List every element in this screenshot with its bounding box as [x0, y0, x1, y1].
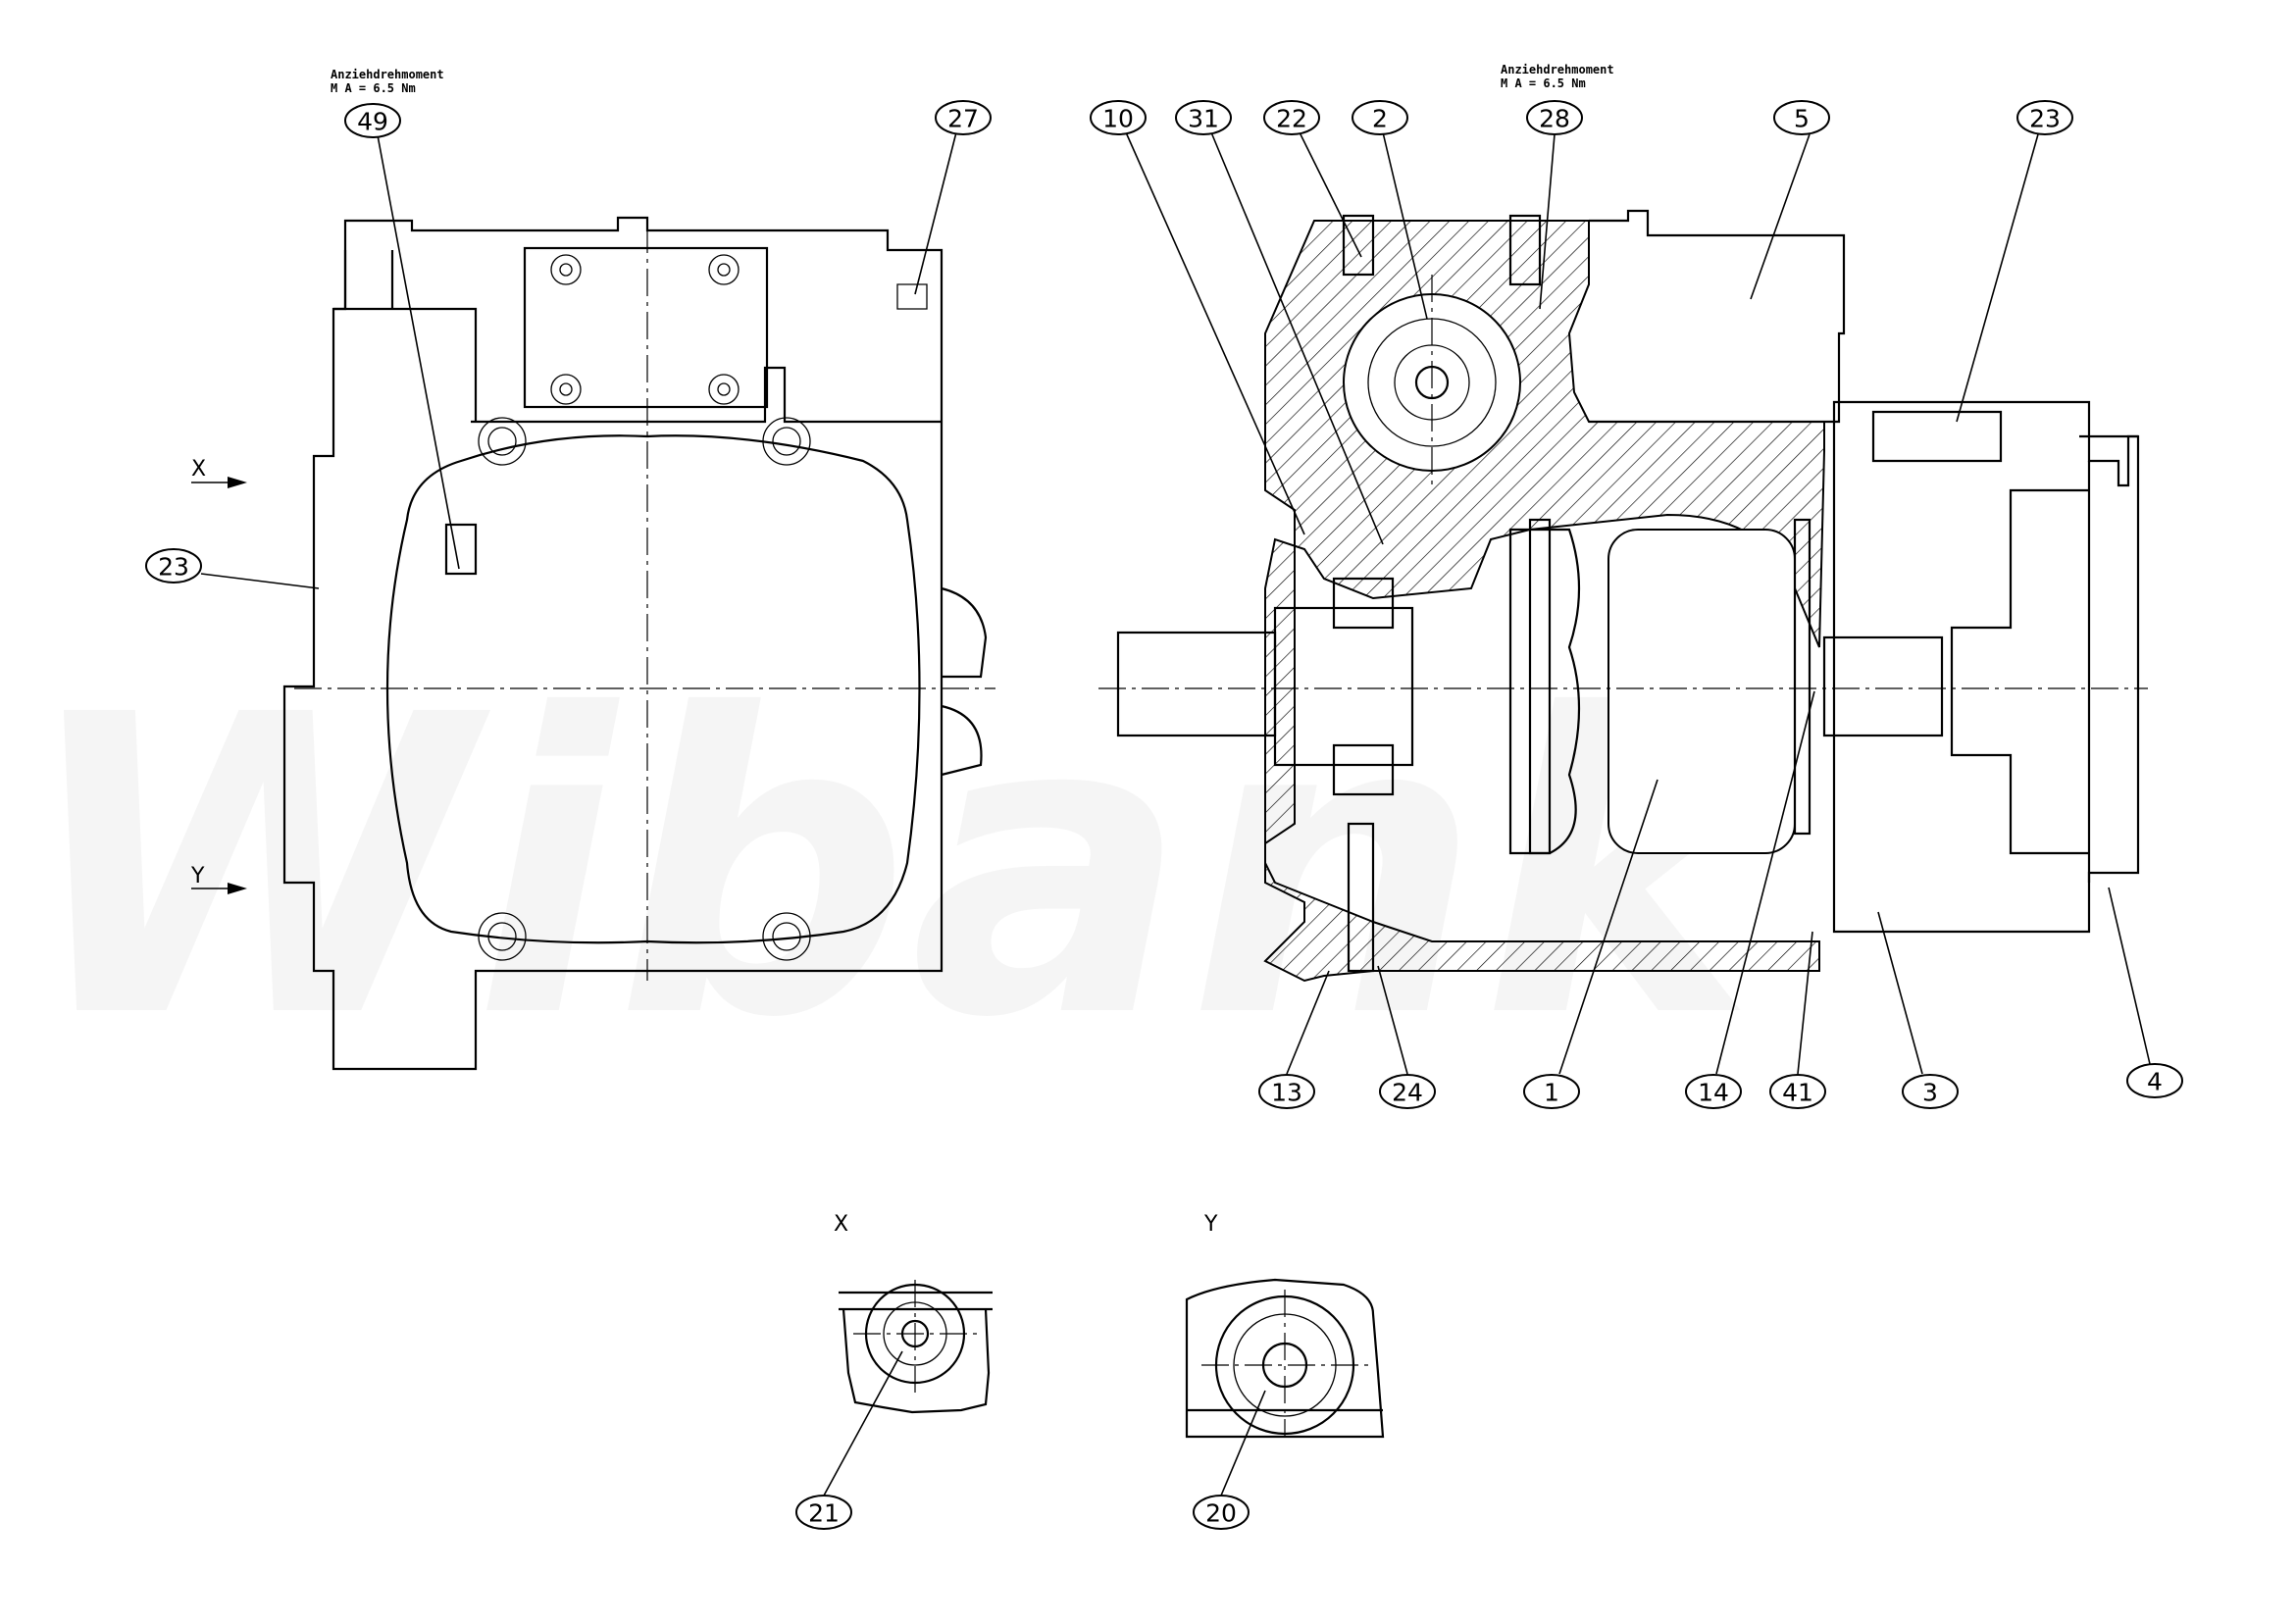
callout-24: 24 — [1379, 1074, 1436, 1109]
callout-number: 23 — [158, 553, 189, 582]
callout-41: 41 — [1769, 1074, 1826, 1109]
callout-number: M A = 6.5 Nm — [331, 81, 416, 95]
callout-number: X — [834, 1212, 848, 1237]
view-arrow-y: Y — [190, 864, 247, 894]
detail-view-x: X — [834, 1212, 993, 1414]
torque-note-right: Anziehdrehmoment M A = 6.5 Nm — [1501, 63, 1614, 90]
callout-10: 10 — [1090, 100, 1147, 135]
callout-number: 23 — [2029, 105, 2061, 133]
callout-number: 2 — [1372, 105, 1388, 133]
callout-27: 27 — [935, 100, 992, 135]
callout-number: 1 — [1544, 1079, 1559, 1107]
callout-number: Y — [1203, 1212, 1218, 1237]
callout-3: 3 — [1902, 1074, 1959, 1109]
callout-28: 28 — [1526, 100, 1583, 135]
callout-20: 20 — [1193, 1495, 1250, 1530]
callout-number: M A = 6.5 Nm — [1501, 76, 1586, 90]
side-view — [282, 216, 995, 1071]
callout-1: 1 — [1523, 1074, 1580, 1109]
callout-number: 31 — [1188, 105, 1219, 133]
callout-number: 3 — [1922, 1079, 1938, 1107]
callout-number: 5 — [1794, 105, 1810, 133]
callout-number: 20 — [1205, 1499, 1237, 1528]
callout-number: X — [191, 457, 206, 482]
callout-21: 21 — [795, 1495, 852, 1530]
callout-2: 2 — [1352, 100, 1408, 135]
callout-49: 49 — [344, 103, 401, 138]
callout-number: 24 — [1392, 1079, 1423, 1107]
callout-number: 28 — [1539, 105, 1570, 133]
callout-number: 13 — [1271, 1079, 1302, 1107]
callout-number: 4 — [2147, 1068, 2163, 1096]
callout-number: 49 — [357, 108, 388, 136]
callout-23-right: 23 — [2016, 100, 2073, 135]
callout-number: Anziehdrehmoment — [1501, 63, 1614, 76]
watermark: Wibank — [20, 629, 1777, 1108]
callout-14: 14 — [1685, 1074, 1742, 1109]
callout-number: 27 — [947, 105, 979, 133]
callout-number: Y — [190, 864, 205, 888]
callout-4: 4 — [2126, 1063, 2183, 1098]
callout-5: 5 — [1773, 100, 1830, 135]
callout-31: 31 — [1175, 100, 1232, 135]
leader-lines — [200, 131, 2151, 1497]
callout-22: 22 — [1263, 100, 1320, 135]
callout-number: 21 — [808, 1499, 840, 1528]
callout-number: 22 — [1276, 105, 1307, 133]
torque-note-left: Anziehdrehmoment M A = 6.5 Nm — [331, 68, 444, 95]
callout-23-left: 23 — [145, 548, 202, 584]
section-view — [1098, 209, 2148, 983]
view-arrow-x: X — [191, 457, 247, 488]
callout-number: 41 — [1782, 1079, 1813, 1107]
callout-13: 13 — [1258, 1074, 1315, 1109]
detail-view-y: Y — [1185, 1212, 1385, 1439]
callout-number: Anziehdrehmoment — [331, 68, 444, 81]
callout-number: 10 — [1102, 105, 1134, 133]
callout-number: 14 — [1698, 1079, 1729, 1107]
